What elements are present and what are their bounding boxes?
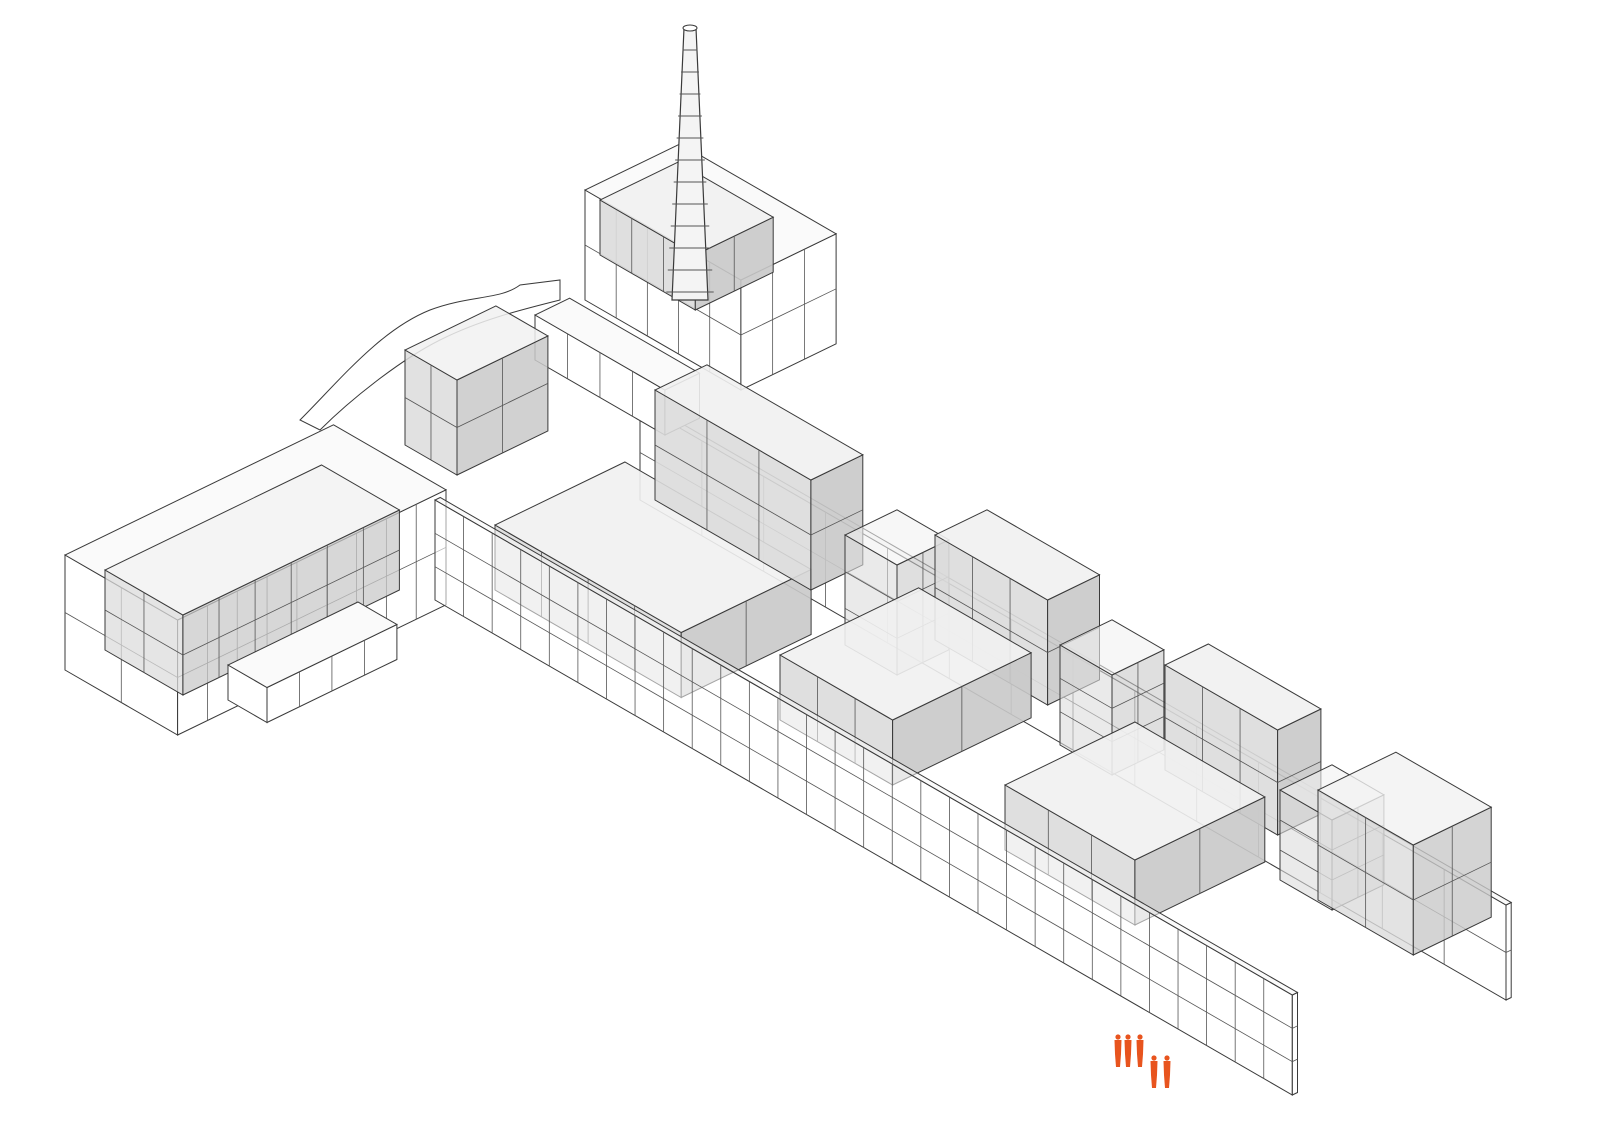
back-wall-floor-line (1505, 949, 1512, 953)
stair-tower-box-floor-line (404, 397, 458, 428)
boiler-house-floor-line (740, 288, 837, 336)
left-wing-inserted-box-top-face (103, 464, 401, 616)
chimney (671, 27, 709, 301)
front-facade-floor-line (434, 566, 1293, 1063)
tall-box-1-floor-line (810, 509, 864, 536)
stair-core-2-floor-line (1059, 711, 1113, 743)
stair-box-end-floor-line (1413, 861, 1492, 901)
tall-box-1-floor-line (654, 444, 812, 536)
person-group-1-person-head (1137, 1034, 1143, 1040)
stair-tower-box-floor-line (456, 383, 549, 428)
stair-box-end-top-face (1316, 751, 1493, 846)
person-group-2-person-body (1150, 1061, 1158, 1088)
left-wing-inserted-box-floor-line (182, 549, 400, 656)
person-group-2-person-head (1164, 1055, 1170, 1061)
chimney-top (682, 24, 698, 32)
front-facade-floor-line (434, 532, 1293, 1029)
left-annex-top-face (226, 601, 398, 689)
stair-box-end-floor-line (1317, 844, 1414, 901)
stair-core-2-floor-line (1111, 682, 1165, 709)
person-group-1-person-head (1125, 1034, 1131, 1040)
front-facade-floor-line (1292, 1025, 1298, 1029)
person-group-1-person-head (1115, 1034, 1121, 1040)
front-facade-floor-line (1292, 1058, 1298, 1063)
stair-tower-box-top-face (403, 305, 549, 381)
stair-core-1-floor-line (844, 571, 898, 603)
person-group-2-person-head (1151, 1055, 1157, 1061)
tall-box-3-floor-line (1164, 717, 1278, 783)
person-group-1-person-body (1124, 1040, 1132, 1067)
stair-core-2-top-face (1058, 619, 1165, 676)
person-group-1-person-body (1114, 1040, 1122, 1067)
person-group-1-person-body (1136, 1040, 1144, 1067)
person-group-2-person-body (1163, 1061, 1171, 1088)
tall-box-3-floor-line (1277, 761, 1322, 783)
stair-core-2-floor-line (1059, 677, 1113, 709)
tall-box-2-floor-line (934, 587, 1048, 653)
left-wing-inserted-box-floor-line (104, 609, 184, 656)
front-facade-side-face (1291, 991, 1298, 1096)
